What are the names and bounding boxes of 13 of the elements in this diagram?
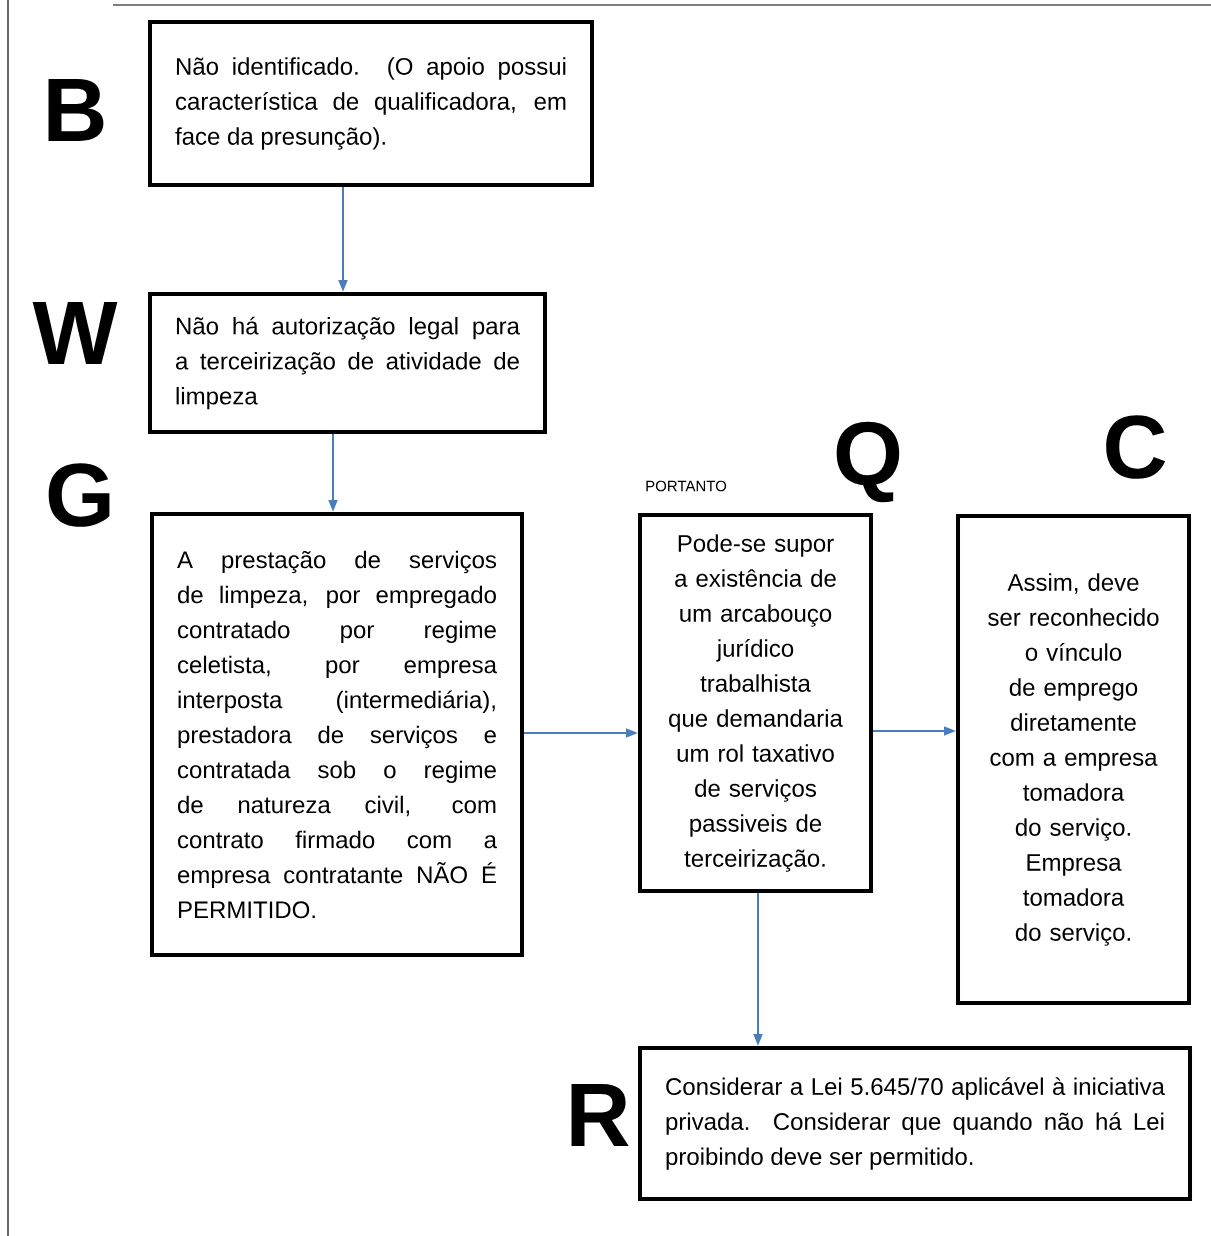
text-box: A prestação de serviços de limpeza, por empregado contratado por regime celetista, por empresa interposta (intermediária), prestadora de serviços e contratada sob o regime de natureza civil, com contrato firmado com a empresa contratante NÃO É PERMITIDO. bbox=[150, 512, 524, 957]
note-label: PORTANTO bbox=[646, 480, 727, 492]
letter-label: C bbox=[1106, 415, 1166, 479]
text-box: Considerar a Lei 5.645/70 aplicável à iniciativa privada. Considerar que quando não há Lei proibindo deve ser permitido. bbox=[638, 1046, 1192, 1201]
letter-label: R bbox=[571, 1084, 629, 1146]
text-box: Não há autorização legal para a terceirização de atividade de limpeza bbox=[148, 292, 547, 434]
letter-label: G bbox=[48, 463, 110, 527]
text-box: Não identificado. (O apoio possui característica de qualificadora, em face da presunção). bbox=[148, 20, 594, 187]
text-box: Pode-se supor a existência de um arcabouço jurídico trabalhista que demandaria um rol taxativo de serviços passiveis de terceirização. bbox=[638, 513, 873, 893]
letter-label: W bbox=[32, 302, 118, 364]
letter-label: Q bbox=[836, 421, 900, 503]
letter-label: B bbox=[48, 79, 104, 141]
text-box: Assim, deve ser reconhecido o vínculo de emprego diretamente com a empresa tomadora do serviço. Empresa tomadora do serviço. bbox=[956, 514, 1191, 1005]
